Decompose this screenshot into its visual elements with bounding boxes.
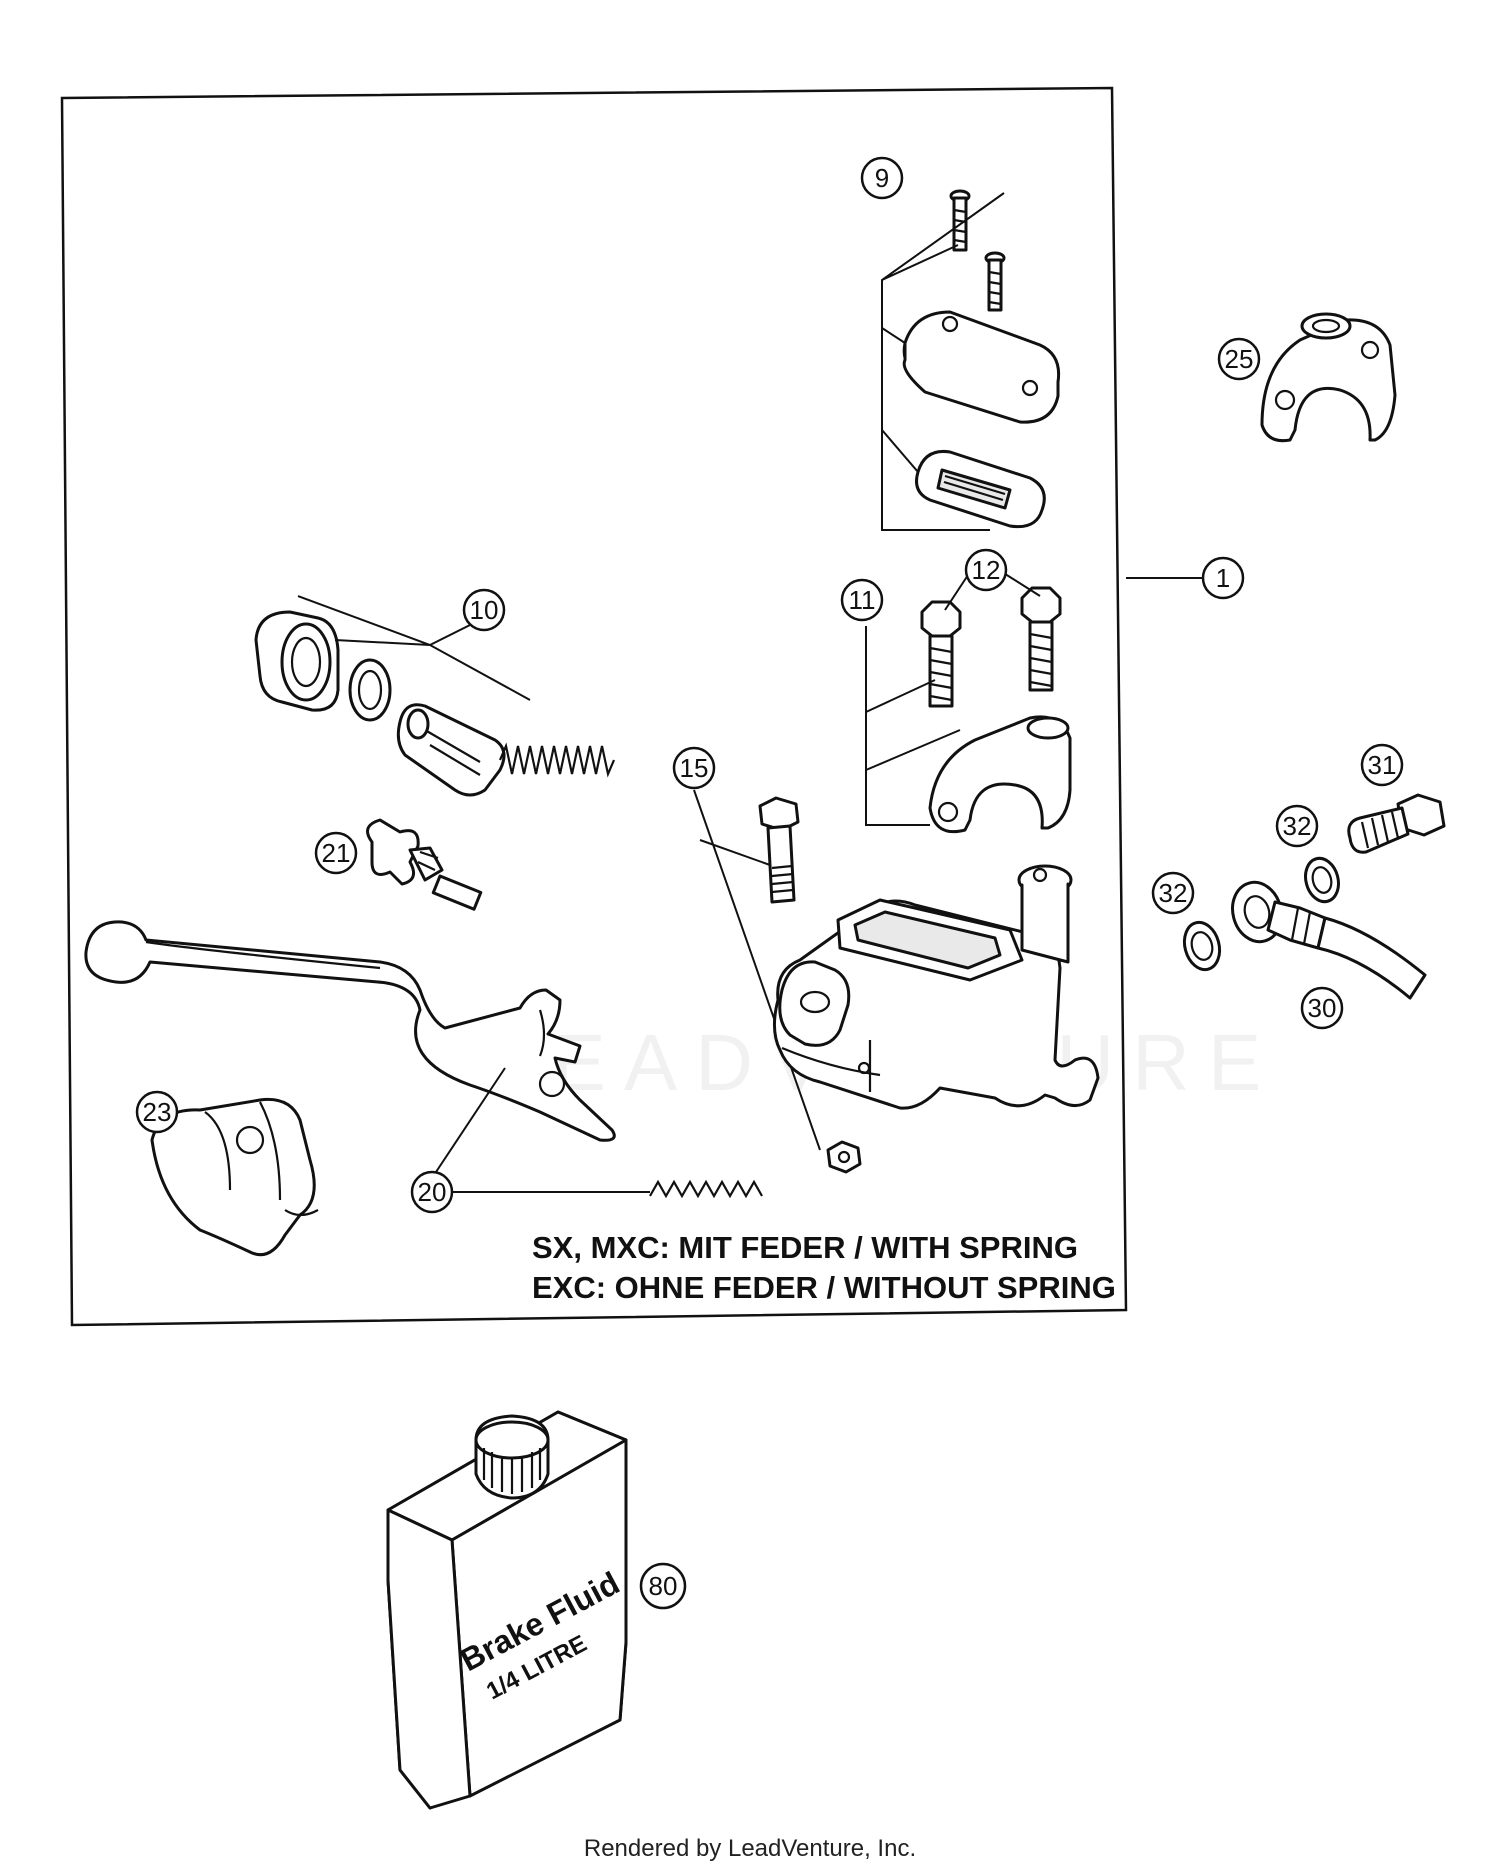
part-10-piston-kit: 10 [254,588,616,797]
part-30-brake-hose: 30 [1231,880,1427,1030]
svg-text:12: 12 [972,555,1001,585]
part-9-reservoir-cap-group: 9 [860,156,1061,531]
piston-spring [498,742,616,778]
dust-boot [254,610,340,712]
part-21-adjuster: 21 [314,818,483,911]
svg-text:11: 11 [849,585,876,615]
callout-23: 23 [135,1090,179,1134]
part-25-handlebar-clamp: 25 [1217,312,1397,443]
svg-text:30: 30 [1308,993,1337,1023]
circlip [348,658,392,722]
part-20-brake-lever [84,920,616,1142]
svg-text:1: 1 [1216,563,1230,593]
callout-30: 30 [1300,986,1344,1030]
spring-note-line-2: EXC: OHNE FEDER / WITHOUT SPRING [532,1270,1116,1305]
clamp-bolt-2 [1020,586,1062,692]
part-31-banjo-bolt: 31 [1347,743,1446,854]
part-15-pivot-bolt: 15 [672,746,862,1174]
handlebar-clamp-half [928,715,1072,834]
part-11-bracket [865,626,961,826]
callout-20: 20 [410,1170,454,1214]
bottle-cap [474,1414,550,1500]
part-12-leaders [944,571,1041,611]
callout-10: 10 [462,588,506,632]
master-cylinder-body [773,864,1100,1110]
callout-32-upper: 32 [1275,804,1319,848]
svg-text:23: 23 [143,1097,172,1127]
callout-12: 12 [964,548,1008,592]
svg-text:10: 10 [470,595,499,625]
cap-screw-1 [949,189,971,252]
reservoir-diaphragm [915,449,1046,529]
part-23-lever-guard: 23 [135,1090,319,1257]
svg-text:32: 32 [1283,811,1312,841]
callout-25: 25 [1217,337,1261,381]
svg-text:31: 31 [1368,750,1397,780]
piston [396,703,506,797]
callout-32-lower: 32 [1151,871,1195,915]
part-15-leader [693,789,821,1151]
assembly-frame [60,86,1128,1327]
part-80-brake-fluid-bottle: Brake Fluid 1/4 LITRE 80 [386,1410,687,1810]
part-20-leaders [435,1067,650,1193]
svg-text:20: 20 [418,1177,447,1207]
part-32-washer-2: 32 [1151,871,1222,972]
svg-text:15: 15 [680,753,709,783]
spring-note-line-1: SX, MXC: MIT FEDER / WITH SPRING [532,1230,1078,1265]
footer-credit: Rendered by LeadVenture, Inc. [583,1835,917,1862]
callout-9: 9 [860,156,904,200]
cap-screw-2 [984,251,1006,312]
reservoir-cap [902,310,1061,424]
svg-text:9: 9 [875,163,889,193]
part-11-12-clamp-group: 11 12 [840,548,1072,834]
callout-15: 15 [672,746,716,790]
callout-31: 31 [1360,743,1404,787]
callout-80: 80 [639,1562,687,1610]
svg-text:25: 25 [1225,344,1254,374]
callout-11: 11 [840,578,884,622]
svg-text:32: 32 [1159,878,1188,908]
svg-text:21: 21 [322,838,351,868]
clamp-bolt-1 [920,600,962,708]
callout-1: 1 [1201,556,1245,600]
part-9-bracket [881,192,1005,531]
part-32-washer-1: 32 [1275,804,1340,904]
part-10-bracket [297,595,531,701]
svg-text:80: 80 [649,1571,678,1601]
lever-spring [649,1179,763,1199]
callout-21: 21 [314,831,358,875]
pivot-nut [826,1140,862,1174]
